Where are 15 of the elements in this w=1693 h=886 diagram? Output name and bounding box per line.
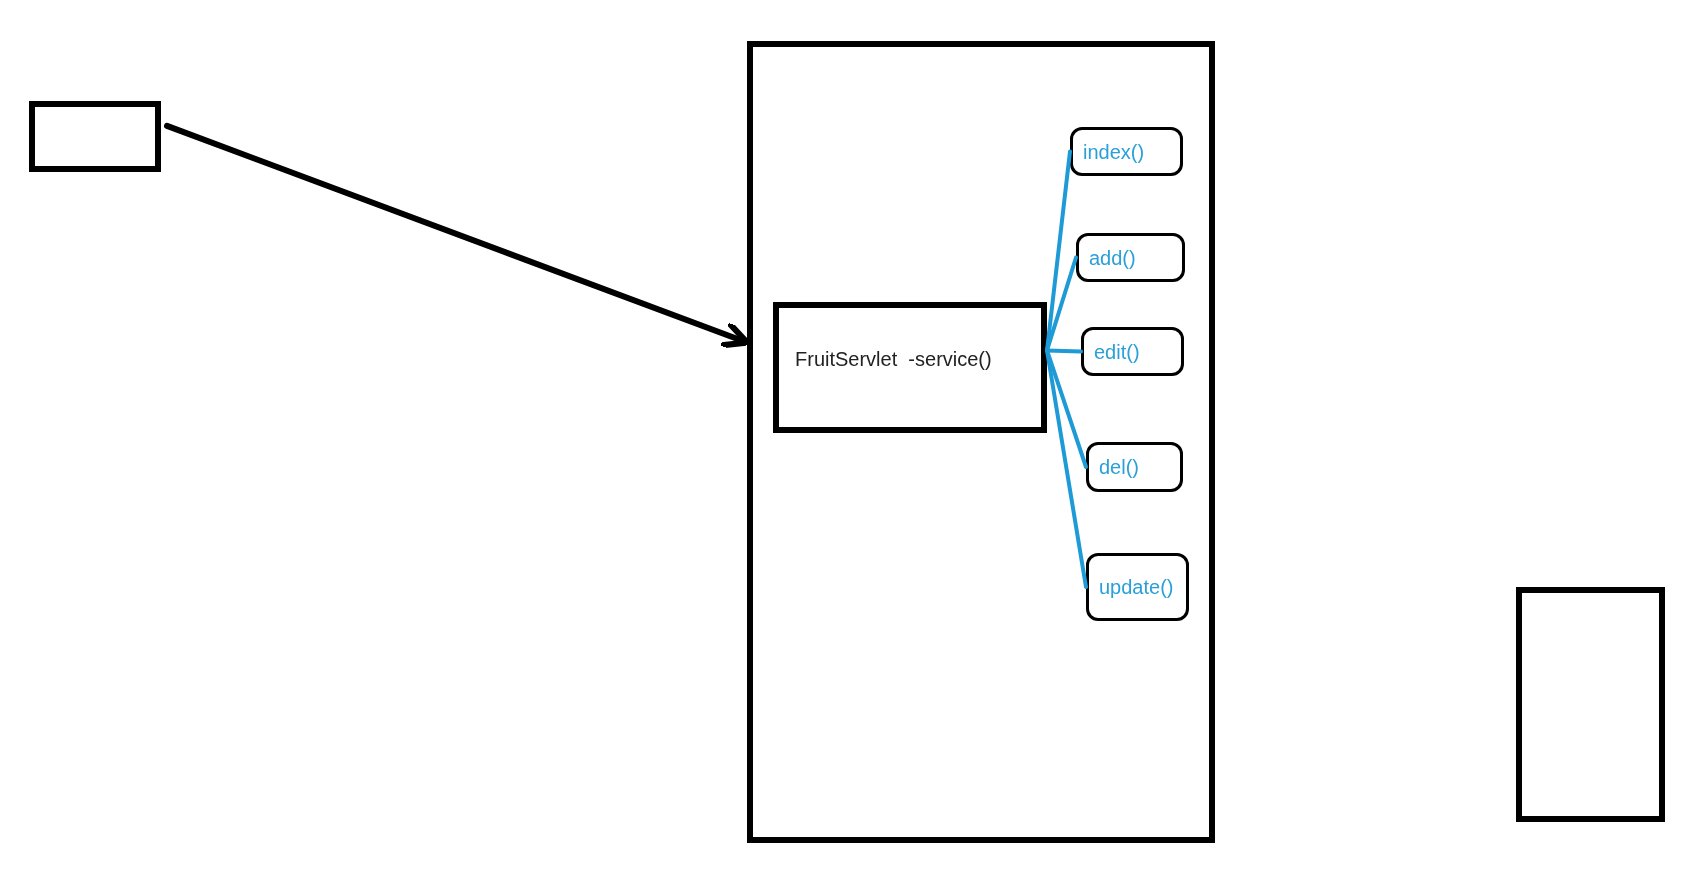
class-box [773, 302, 1047, 433]
empty-box [1516, 587, 1665, 822]
method-box [1086, 442, 1183, 492]
class-label: FruitServlet -service() [795, 347, 992, 372]
method-box [1086, 553, 1189, 621]
method-box [1076, 233, 1185, 282]
empty-box [29, 101, 161, 172]
method-name: update() [1099, 575, 1174, 600]
method-box [1081, 327, 1184, 376]
method-name: edit() [1094, 339, 1140, 365]
method-box [1070, 127, 1183, 176]
empty-box [747, 41, 1215, 843]
method-name: del() [1099, 455, 1139, 480]
method-name: index() [1083, 139, 1145, 165]
method-name: add() [1089, 245, 1136, 271]
